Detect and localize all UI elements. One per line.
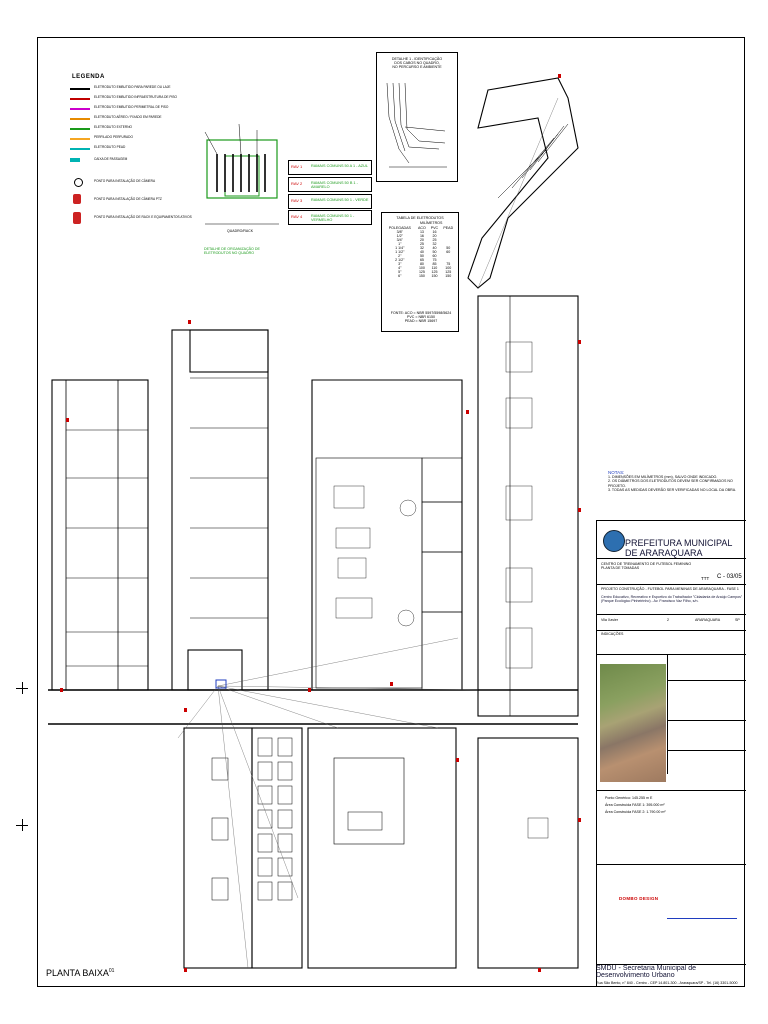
svg-text:QUADRO/RACK: QUADRO/RACK [227, 229, 254, 233]
indications-label: INDICAÇÕES [601, 632, 624, 636]
ptz-camera-icon [73, 194, 81, 204]
legend-point: PONTO PARA INSTALAÇÃO DE RACK E EQUIPAME… [70, 212, 192, 224]
rack-detail-drawing: QUADRO/RACK [204, 123, 279, 233]
sheet-code: C - 03/05 [717, 574, 742, 580]
sheet-number: 2 [667, 618, 669, 622]
coords-block: Ponto Genérico: 145.255 m E Área Constru… [605, 796, 666, 815]
legend-item: ELETRODUTO EXTERNO [70, 124, 190, 132]
axis-marker [22, 682, 23, 694]
municipal-seal-icon [603, 530, 625, 552]
author-name: Vila Xavier [601, 618, 619, 622]
rack-note: DETALHE DE ORGANIZAÇÃO DE ELETRODUTOS NO… [204, 247, 260, 256]
legend: LEGENDA ELETRODUTO EMBUTIDO PARA PAREDE … [64, 68, 192, 244]
sheet-prefix: TTT [701, 576, 710, 581]
obra-description: PROJETO CONSTRUÇÃO - FUTEBOL PARA MENINA… [601, 587, 739, 591]
legend-item: ELETRODUTO EMBUTIDO INFRAESTRUTURA DE PI… [70, 94, 190, 102]
rack-icon [73, 212, 81, 224]
floor-plan [48, 74, 581, 972]
legend-item: CAIXA DE PASSAGEM [70, 156, 190, 164]
footer-address: Rua São Bento, n° 840 - Centro - CEP 14.… [596, 981, 738, 985]
designer-logo: DOMBO DESIGN [619, 896, 659, 901]
legend-item: ELETRODUTO EMBUTIDO PERIMETRAL DE PISO [70, 104, 190, 112]
camera-point-icon [74, 178, 83, 187]
legend-item: PERFILADO PERFURADO [70, 134, 190, 142]
project-title: CENTRO DE TREINAMENTO DE FUTEBOL FEMININ… [601, 562, 692, 571]
aerial-photo [600, 664, 666, 782]
title-footer: SMDU - Secretaria Municipal de Desenvolv… [596, 965, 745, 987]
conduit-table-title: TABELA DE ELETRODUTOS [396, 216, 444, 220]
conduit-table-subheader: MILÍMETROS [420, 221, 443, 225]
detail-drawing [386, 82, 447, 168]
legend-title: LEGENDA [72, 74, 105, 80]
location-description: Centro Educativo, Recreativo e Esportivo… [601, 595, 743, 604]
legend-point: PONTO PARA INSTALAÇÃO DE CÂMERA PTZ [70, 194, 190, 204]
footer-title: SMDU - Secretaria Municipal de Desenvolv… [596, 965, 696, 979]
city: ARARAQUARA [695, 618, 721, 622]
legend-point: PONTO PARA INSTALAÇÃO DE CÂMERA [70, 178, 190, 187]
notes-title: NOTAS: [608, 470, 625, 475]
drawing-sheet-border [37, 37, 745, 987]
legend-item: ELETRODUTO EMBUTIDO PARA PAREDE OU LAJE [70, 84, 190, 92]
legend-item: ELETRODUTO AÉREO / FIXADO EM PAREDE [70, 114, 190, 122]
org-title: PREFEITURA MUNICIPAL DE ARARAQUARA [625, 538, 733, 558]
signature-line [667, 918, 737, 919]
title-block: PREFEITURA MUNICIPAL DE ARARAQUARA CENTR… [596, 520, 746, 987]
notes: NOTAS: 1. DIMENSÕES EM MILÍMETROS (mm), … [608, 470, 742, 492]
plan-caption: PLANTA BAIXA01 [46, 968, 115, 978]
legend-item: ELETRODUTO PEAD [70, 144, 190, 152]
state: SP [735, 618, 740, 622]
axis-marker [22, 819, 23, 831]
conduit-table: TABELA DE ELETRODUTOS MILÍMETROS POLEGAD… [381, 212, 459, 332]
